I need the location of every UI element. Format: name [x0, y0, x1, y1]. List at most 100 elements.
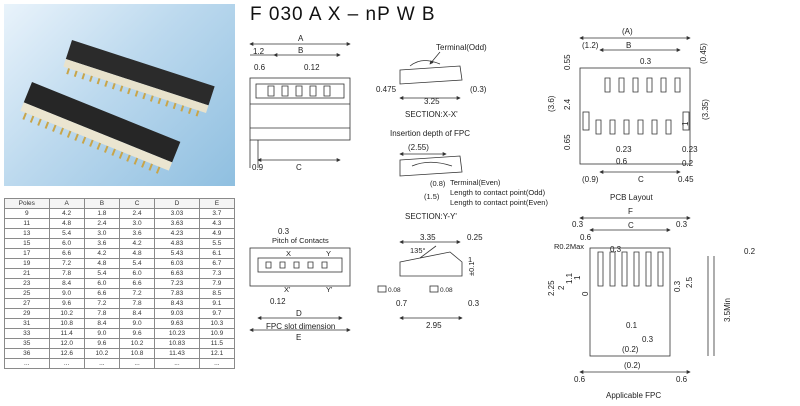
label-pcb-03: 0.3 [640, 57, 652, 66]
label-fpc-06b: 0.6 [676, 375, 688, 384]
label-front-09: 0.9 [252, 163, 264, 172]
label-slot-012: 0.12 [270, 297, 286, 306]
label-fpc-02p1: (0.2) [622, 345, 639, 354]
caption-section-y: SECTION:Y-Y' [405, 212, 457, 221]
side-view-actuator [419, 245, 437, 259]
label-slot-03: 0.3 [278, 227, 290, 236]
label-side-335: 3.35 [420, 233, 436, 242]
label-side-025: 0.25 [467, 233, 483, 242]
label-pcb-a: (A) [622, 27, 633, 36]
label-pcb-065: 0.65 [563, 134, 572, 150]
pcb-anchor-right [682, 111, 690, 131]
fpc-slot-drawing [249, 247, 351, 332]
label-fpc-03d: 0.3 [673, 280, 682, 292]
label-fpc-03c: 0.3 [610, 245, 622, 254]
table-cell: ... [198, 358, 236, 369]
label-fpc-r02: R0.2Max [554, 242, 584, 251]
label-pcb-02: 0.2 [682, 159, 694, 168]
label-fpc-06: 0.6 [580, 233, 592, 242]
label-fpc-06a: 0.6 [574, 375, 586, 384]
label-y-255: (2.55) [408, 143, 429, 152]
label-pcb-023a: 0.23 [616, 145, 632, 154]
label-y-08: (0.8) [430, 179, 446, 188]
label-front-a: A [298, 34, 304, 43]
caption-fpc-slot: FPC slot dimension [266, 322, 335, 331]
fpc-slot-opening [257, 257, 343, 273]
label-fpc-25: 2.5 [685, 276, 694, 288]
label-length-even: Length to contact point(Even) [450, 198, 548, 207]
label-fpc-01: 0.1 [626, 321, 638, 330]
applicable-fpc-drawing [579, 216, 715, 374]
label-slot-d: D [296, 309, 302, 318]
label-pcb-1: 1 [681, 121, 690, 126]
pcb-layout-drawing [579, 36, 691, 174]
table-cell: ... [118, 358, 156, 369]
label-fpc-03e: 0.3 [642, 335, 654, 344]
label-x-03: (0.3) [470, 85, 487, 94]
side-view-pad-right [429, 285, 439, 293]
label-front-c: C [296, 163, 302, 172]
label-side-angle: 135° [410, 246, 426, 255]
label-fpc-03b: 0.3 [676, 220, 688, 229]
label-pcb-045p: (0.45) [699, 43, 708, 64]
label-insertion-depth: Insertion depth of FPC [390, 129, 470, 138]
label-slot-xp: X' [284, 285, 291, 294]
label-front-12: 1.2 [253, 47, 265, 56]
label-slot-x: X [286, 249, 291, 258]
product-photo [4, 4, 235, 186]
section-x-terminal [409, 60, 441, 67]
label-pcb-09: (0.9) [582, 175, 599, 184]
section-y-body [399, 155, 463, 177]
label-pcb-b: B [626, 41, 631, 50]
label-x-325: 3.25 [424, 97, 440, 106]
label-pcb-023b: 0.23 [682, 145, 698, 154]
caption-section-x: SECTION:X-X' [405, 110, 458, 119]
label-fpc-225: 2.25 [547, 280, 556, 296]
pcb-anchor-left [582, 111, 590, 131]
fpc-slot-outline [249, 247, 351, 287]
caption-applicable-fpc: Applicable FPC [606, 391, 661, 400]
part-number-title: F 030 A X – nP W B [250, 4, 436, 25]
pcb-pads-even [595, 119, 672, 135]
label-slot-y: Y [326, 249, 331, 258]
side-view-body [399, 251, 463, 277]
connector-photo-illustration [20, 40, 215, 174]
front-view-contacts [267, 85, 331, 97]
section-y-drawing [399, 152, 463, 177]
label-pcb-335: (3.35) [701, 99, 710, 120]
label-side-07: 0.7 [396, 299, 408, 308]
label-slot-e: E [296, 333, 301, 342]
label-fpc-03a: 0.3 [572, 220, 584, 229]
label-pcb-06: 0.6 [616, 157, 628, 166]
label-terminal-even: Terminal(Even) [450, 178, 501, 187]
pcb-pads-odd [604, 77, 681, 93]
pcb-outline [579, 67, 691, 165]
label-pcb-c: C [638, 175, 644, 184]
fpc-fingers [597, 251, 664, 287]
label-pcb-36: (3.6) [547, 95, 556, 112]
label-y-15: (1.5) [424, 192, 440, 201]
label-pcb-24: 2.4 [563, 98, 572, 110]
label-x-0475: 0.475 [376, 85, 397, 94]
label-side-1: 1 [468, 255, 472, 264]
label-side-008b: 0.08 [440, 287, 453, 294]
fpc-slot-contacts [265, 261, 328, 269]
label-fpc-0: 0 [581, 291, 590, 296]
label-pcb-12: (1.2) [582, 41, 599, 50]
section-y-terminal [411, 161, 453, 167]
front-view-body [249, 77, 351, 141]
side-view-pad-left [377, 285, 387, 293]
label-side-008a: 0.08 [388, 287, 401, 294]
label-side-03: 0.3 [468, 299, 480, 308]
fpc-body [589, 247, 671, 357]
caption-pcb-layout: PCB Layout [610, 193, 653, 202]
label-front-06: 0.6 [254, 63, 266, 72]
label-side-295: 2.95 [426, 321, 442, 330]
